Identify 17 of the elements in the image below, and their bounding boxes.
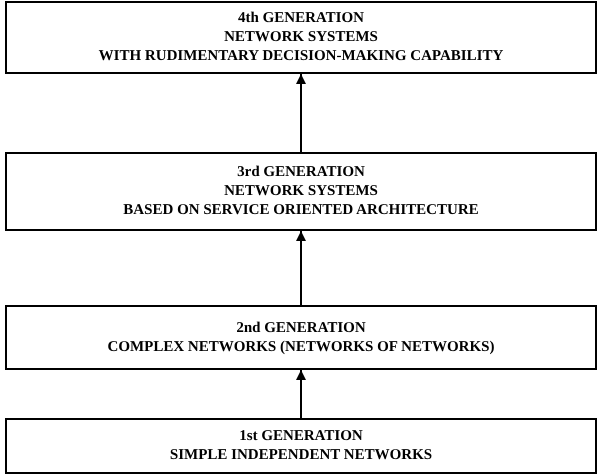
box-text: 3rd GENERATION [237, 163, 365, 182]
box-text: 1st GENERATION [239, 427, 363, 446]
box-text: WITH RUDIMENTARY DECISION-MAKING CAPABILITY [98, 47, 504, 66]
box-text: SIMPLE INDEPENDENT NETWORKS [170, 446, 432, 465]
box-text: COMPLEX NETWORKS (NETWORKS OF NETWORKS) [108, 338, 494, 356]
box-text: 4th GENERATION [238, 9, 364, 28]
arrow [296, 370, 306, 418]
process-box [5, 1, 597, 74]
arrow [296, 231, 306, 305]
process-box [5, 418, 597, 474]
box-text: 2nd GENERATION [236, 318, 366, 338]
arrow [296, 74, 306, 152]
box-text: NETWORK SYSTEMS [224, 182, 378, 201]
process-box [5, 152, 597, 231]
box-text: BASED ON SERVICE ORIENTED ARCHITECTURE [123, 201, 479, 220]
box-text: NETWORK SYSTEMS [224, 28, 378, 47]
process-box [5, 305, 597, 370]
